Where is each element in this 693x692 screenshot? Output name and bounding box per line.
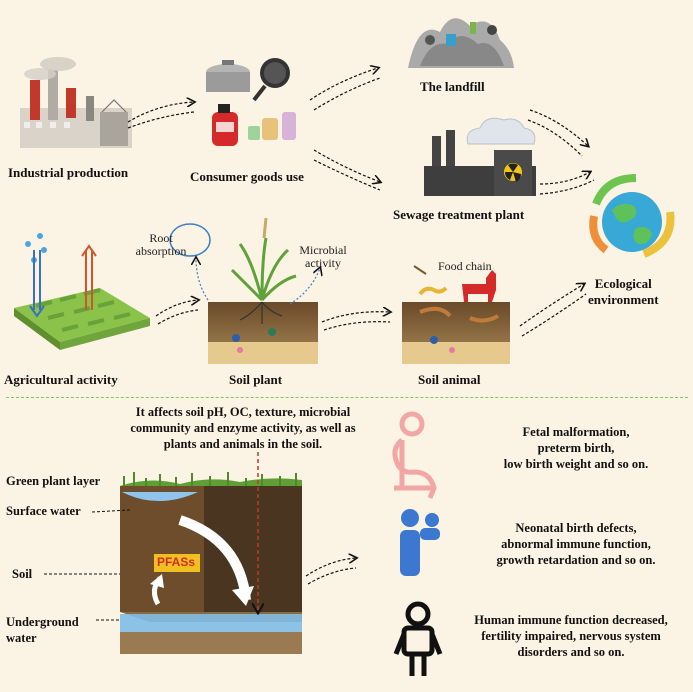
consumer-goods-icon — [206, 58, 296, 146]
label-landfill: The landfill — [420, 79, 485, 94]
label-agricultural-activity: Agricultural activity — [4, 372, 118, 387]
flow-arrows — [127, 68, 595, 585]
outcome-human: Human immune function decreased, fertili… — [474, 613, 668, 659]
label-underground-water: Underground water — [6, 615, 79, 645]
label-soil-animal: Soil animal — [418, 372, 481, 387]
effects-text: It affects soil pH, OC, texture, microbi… — [130, 405, 356, 451]
label-soil-plant: Soil plant — [229, 372, 283, 387]
label-ecological-environment: Ecological environment — [588, 276, 659, 307]
soil-profile-image — [120, 452, 302, 654]
label-green-plant-layer: Green plant layer — [6, 474, 101, 488]
label-sewage-plant: Sewage treatment plant — [393, 207, 525, 222]
label-pfas: PFASs — [157, 555, 196, 569]
label-root-absorption: Root absorption — [135, 231, 187, 258]
factory-icon — [20, 57, 132, 148]
label-consumer-goods: Consumer goods use — [190, 169, 304, 184]
globe-recycle-icon — [589, 174, 675, 258]
label-soil: Soil — [12, 567, 33, 581]
soil-plant-icon — [169, 217, 320, 364]
human-icon — [393, 601, 443, 676]
landfill-icon — [408, 18, 514, 69]
section-divider — [6, 397, 688, 398]
pregnant-woman-icon — [392, 411, 437, 499]
sewage-plant-icon — [424, 117, 536, 196]
farm-field-icon — [14, 233, 150, 350]
outcome-fetal: Fetal malformation, preterm birth, low b… — [503, 425, 649, 471]
outcome-neonatal: Neonatal birth defects, abnormal immune … — [496, 521, 656, 567]
soil-animal-icon — [402, 265, 510, 364]
parent-child-icon — [400, 509, 440, 576]
label-food-chain: Food chain — [438, 259, 492, 273]
layer-pointers — [44, 509, 131, 621]
label-microbial-activity: Microbial activity — [299, 243, 347, 270]
label-industrial-production: Industrial production — [8, 165, 129, 180]
label-surface-water: Surface water — [6, 504, 81, 518]
